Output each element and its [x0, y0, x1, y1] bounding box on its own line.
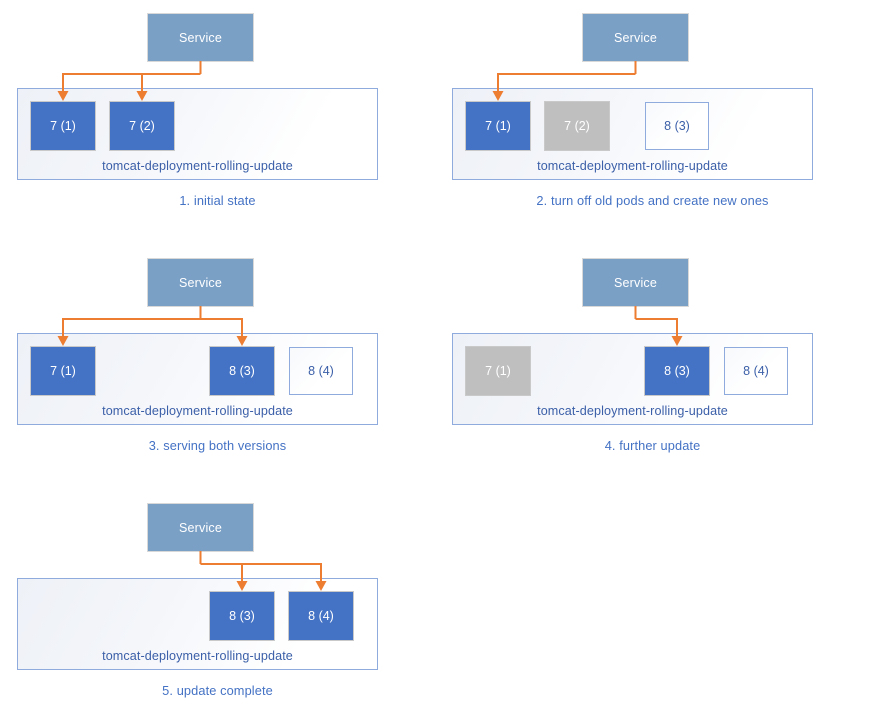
service-node[interactable]: Service — [148, 259, 253, 306]
service-label: Service — [178, 30, 223, 45]
pod-label: 8 (4) — [308, 609, 334, 623]
pod-active[interactable]: 8 (3) — [645, 347, 709, 395]
service-label: Service — [178, 275, 223, 290]
pod-pending[interactable]: 8 (3) — [645, 102, 709, 150]
service-node[interactable]: Service — [583, 14, 688, 61]
pod-pending[interactable]: 8 (4) — [724, 347, 788, 395]
panel-1: tomcat-deployment-rolling-update 7 (1) 7 (… — [0, 0, 435, 230]
pod-terminating[interactable]: 7 (2) — [545, 102, 609, 150]
panel-2: tomcat-deployment-rolling-update 7 (1) 7 (… — [435, 0, 870, 230]
pod-label: 7 (2) — [129, 119, 155, 133]
pod-active[interactable]: 8 (3) — [210, 347, 274, 395]
pod-label: 8 (3) — [229, 364, 255, 378]
pod-active[interactable]: 8 (3) — [210, 592, 274, 640]
panel-caption: 5. update complete — [162, 683, 273, 698]
service-node[interactable]: Service — [583, 259, 688, 306]
panel-caption: 1. initial state — [179, 193, 256, 208]
deployment-name-label: tomcat-deployment-rolling-update — [537, 404, 728, 418]
pod-terminating[interactable]: 7 (1) — [466, 347, 530, 395]
deployment-name-label: tomcat-deployment-rolling-update — [102, 649, 293, 663]
pod-label: 8 (3) — [664, 119, 690, 133]
service-label: Service — [178, 520, 223, 535]
panel-caption: 2. turn off old pods and create new ones — [536, 193, 769, 208]
pod-active[interactable]: 8 (4) — [289, 592, 353, 640]
service-label: Service — [613, 275, 658, 290]
pod-label: 8 (4) — [743, 364, 769, 378]
pod-label: 7 (2) — [564, 119, 590, 133]
pod-active[interactable]: 7 (1) — [31, 347, 95, 395]
pod-active[interactable]: 7 (1) — [466, 102, 530, 150]
pod-active[interactable]: 7 (1) — [31, 102, 95, 150]
pod-label: 7 (1) — [50, 119, 76, 133]
panel-3: tomcat-deployment-rolling-update 7 (1) 8 (… — [0, 245, 435, 475]
pod-label: 7 (1) — [50, 364, 76, 378]
pod-label: 8 (3) — [664, 364, 690, 378]
service-node[interactable]: Service — [148, 504, 253, 551]
deployment-name-label: tomcat-deployment-rolling-update — [537, 159, 728, 173]
service-label: Service — [613, 30, 658, 45]
pod-label: 7 (1) — [485, 364, 511, 378]
deployment-name-label: tomcat-deployment-rolling-update — [102, 404, 293, 418]
pod-label: 7 (1) — [485, 119, 511, 133]
panel-caption: 3. serving both versions — [148, 438, 287, 453]
pod-pending[interactable]: 8 (4) — [289, 347, 353, 395]
pod-active[interactable]: 7 (2) — [110, 102, 174, 150]
panel-caption: 4. further update — [604, 438, 701, 453]
panel-4: tomcat-deployment-rolling-update 7 (1) 8 (… — [435, 245, 870, 475]
pod-label: 8 (3) — [229, 609, 255, 623]
panel-5: tomcat-deployment-rolling-update 8 (3) 8 (… — [0, 490, 435, 720]
deployment-name-label: tomcat-deployment-rolling-update — [102, 159, 293, 173]
service-node[interactable]: Service — [148, 14, 253, 61]
pod-label: 8 (4) — [308, 364, 334, 378]
